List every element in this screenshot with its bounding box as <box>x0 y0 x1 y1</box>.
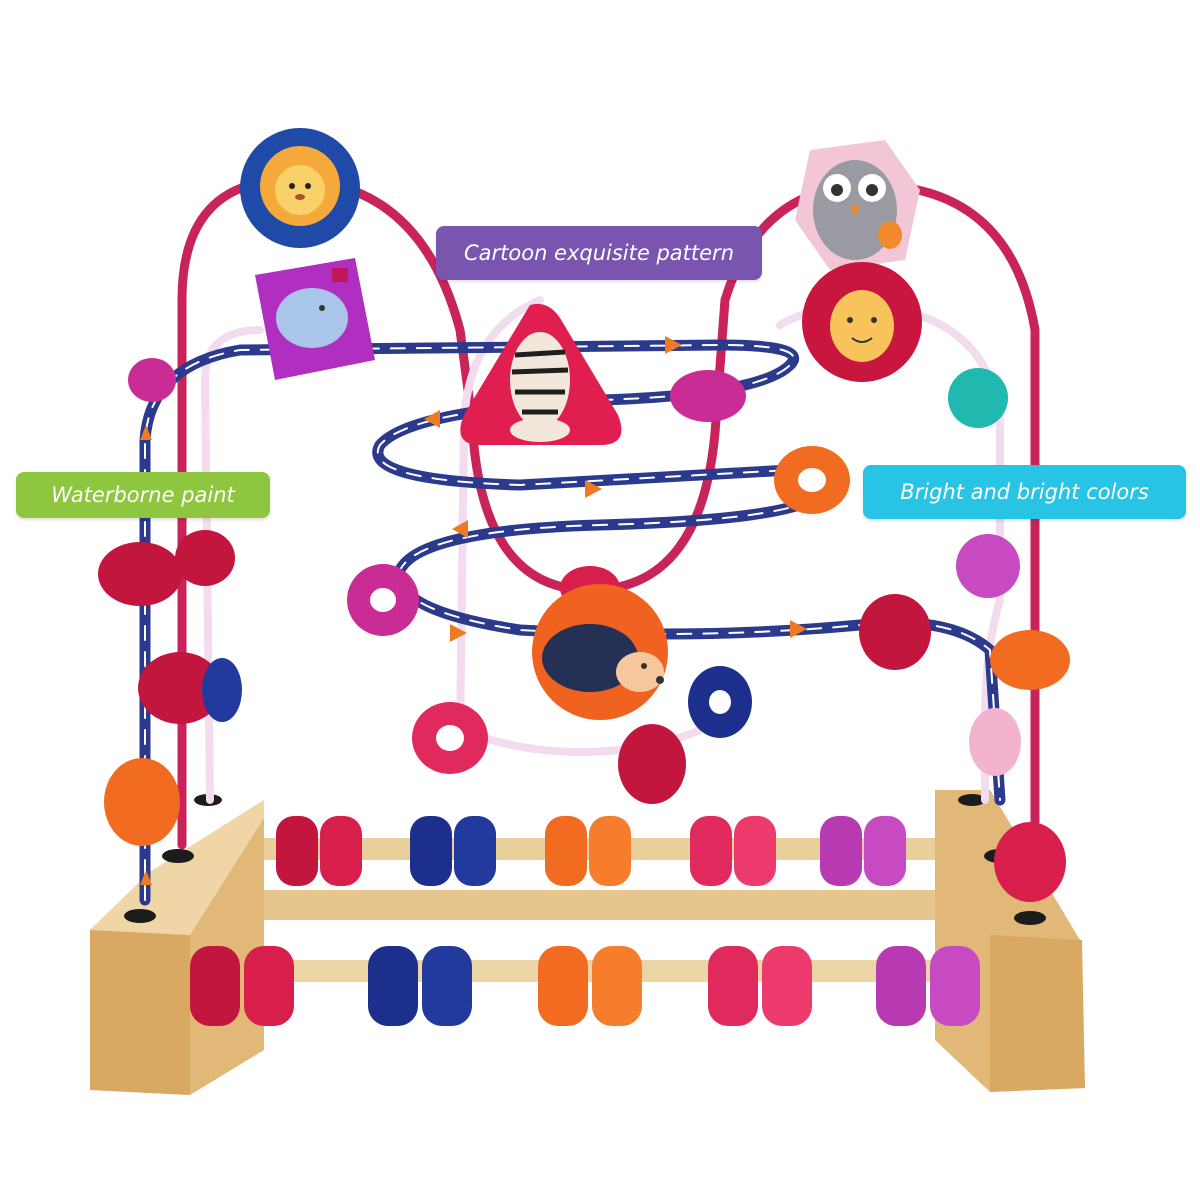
lion-icon <box>240 128 360 248</box>
label-cartoon-pattern: Cartoon exquisite pattern <box>436 226 762 280</box>
abacus-beads <box>190 816 980 1026</box>
owl-icon <box>795 140 920 270</box>
label-bright-colors: Bright and bright colors <box>863 465 1186 519</box>
hedgehog-icon <box>532 584 668 720</box>
wooden-base <box>90 790 1085 1095</box>
giraffe-icon <box>802 262 922 382</box>
elephant-icon <box>255 258 375 380</box>
label-waterborne-paint: Waterborne paint <box>16 472 270 518</box>
zebra-icon <box>460 303 622 445</box>
wire-beads <box>98 358 1070 902</box>
